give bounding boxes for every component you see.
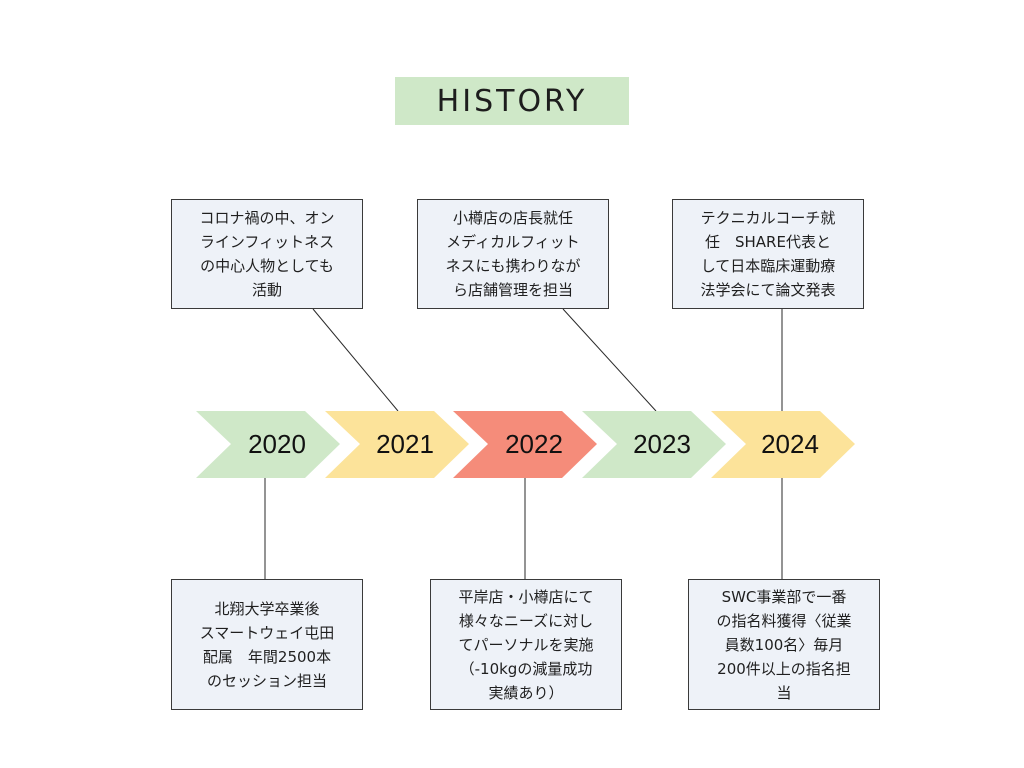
event-box-2023-top: 小樽店の店長就任 メディカルフィット ネスにも携わりなが ら店舗管理を担当: [417, 199, 609, 309]
event-box-2020-bottom: 北翔大学卒業後 スマートウェイ屯田 配属 年間2500本 のセッション担当: [171, 579, 363, 710]
connector-2021-top: [312, 308, 399, 412]
chevron-2020: [196, 411, 340, 478]
event-box-2024-top: テクニカルコーチ就 任 SHARE代表と して日本臨床運動療 法学会にて論文発表: [672, 199, 864, 309]
event-box-2022-bottom: 平岸店・小樽店にて 様々なニーズに対し てパーソナルを実施 （-10kgの減量成…: [430, 579, 622, 710]
year-label-2023: 2023: [633, 428, 691, 459]
chevron-2022: [453, 411, 597, 478]
chevron-2023: [582, 411, 726, 478]
chevron-2024: [711, 411, 855, 478]
event-box-2024-bottom: SWC事業部で一番 の指名料獲得〈従業 員数100名〉毎月 200件以上の指名担…: [688, 579, 880, 710]
year-label-2024: 2024: [761, 428, 819, 459]
year-label-2022: 2022: [505, 428, 563, 459]
connector-2023-top: [562, 308, 657, 412]
history-title: HISTORY: [395, 77, 629, 125]
year-label-2021: 2021: [376, 428, 434, 459]
year-label-2020: 2020: [248, 428, 306, 459]
event-box-2021-top: コロナ禍の中、オン ラインフィットネス の中心人物としても 活動: [171, 199, 363, 309]
chevron-2021: [325, 411, 469, 478]
